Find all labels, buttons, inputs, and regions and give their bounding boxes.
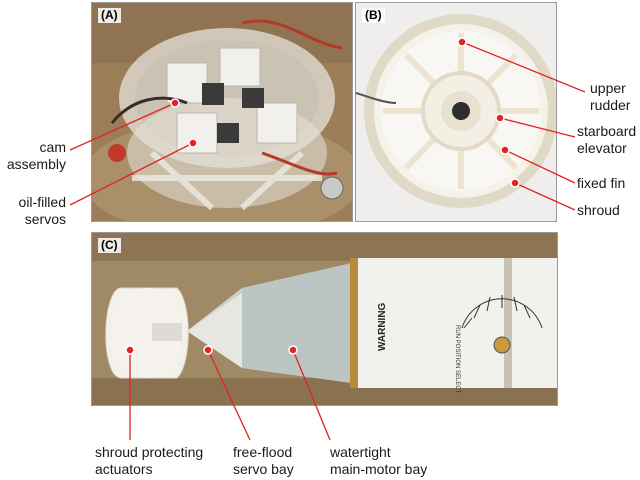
callout-watertight-main-motor-bay: watertight main-motor bay	[330, 444, 427, 478]
panel-a-label: (A)	[98, 8, 121, 23]
panel-b-photo: (B)	[355, 2, 557, 222]
callout-oil-filled-servos-line1: oil-filled	[18, 194, 66, 210]
callout-shroud-protecting-actuators-line2: actuators	[95, 461, 153, 477]
callout-cam-assembly: cam assembly	[7, 139, 66, 173]
shroud-rear-view-photo	[356, 3, 556, 221]
callout-shroud-protecting-actuators-line1: shroud protecting	[95, 444, 204, 460]
hull-run-position-text: RUN POSITION SELECT	[454, 325, 460, 394]
callout-starboard-elevator-line1: starboard	[577, 123, 637, 139]
cam-assembly-photo	[92, 3, 352, 221]
callout-free-flood-servo-bay-line2: servo bay	[233, 461, 294, 477]
callout-cam-assembly-line2: assembly	[6, 156, 66, 172]
hull-warning-text: WARNING	[377, 302, 388, 351]
callout-fixed-fin: fixed fin	[577, 175, 626, 191]
callout-upper-rudder: upper rudder	[590, 80, 630, 114]
callout-cam-assembly-line1: cam	[39, 139, 66, 155]
callout-watertight-main-motor-bay-line2: main-motor bay	[330, 461, 428, 477]
callout-free-flood-servo-bay: free-flood servo bay	[233, 444, 294, 478]
callout-oil-filled-servos: oil-filled servos	[19, 194, 66, 228]
callout-shroud-protecting-actuators: shroud protecting actuators	[95, 444, 203, 478]
panel-b-label: (B)	[362, 8, 385, 23]
callout-watertight-main-motor-bay-line1: watertight	[330, 444, 391, 460]
callout-upper-rudder-line1: upper	[590, 80, 626, 96]
panel-c-label: (C)	[98, 238, 121, 253]
callout-starboard-elevator: starboard elevator	[577, 123, 636, 157]
callout-free-flood-servo-bay-line1: free-flood	[233, 444, 293, 460]
panel-c-photo: (C) WARNING RUN POSITION SELECT	[91, 232, 558, 406]
callout-upper-rudder-line2: rudder	[590, 97, 631, 113]
callout-starboard-elevator-line2: elevator	[577, 140, 627, 156]
panel-a-photo: (A)	[91, 2, 353, 222]
callout-shroud: shroud	[577, 202, 620, 218]
callout-oil-filled-servos-line2: servos	[24, 211, 66, 227]
vehicle-tail-photo	[92, 233, 557, 405]
